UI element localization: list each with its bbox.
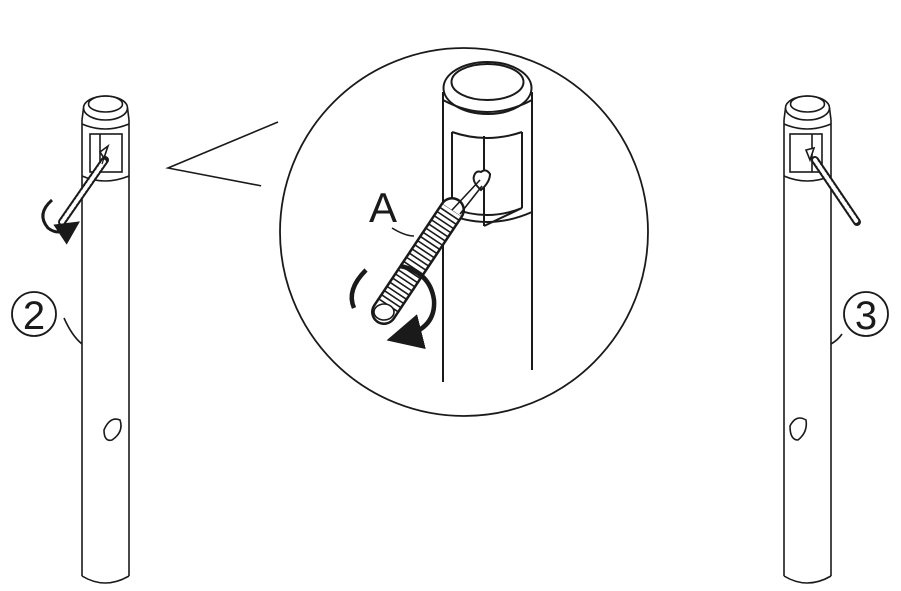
- post-number-badge-left: 2: [11, 291, 57, 338]
- magnified-post-top-cap: [442, 61, 533, 115]
- right-post: [783, 95, 843, 584]
- rotation-arrow-icon-left: [41, 198, 80, 245]
- post-number-badge-right: 3: [843, 291, 889, 338]
- right-post-hole: [789, 417, 808, 441]
- rotate-clockwise-arrow-icon: [349, 263, 437, 350]
- callout-label-a: A: [369, 184, 397, 231]
- threaded-bolt-icon-magnified: [371, 179, 483, 325]
- threaded-bolt-icon-left: [58, 151, 109, 226]
- left-post-hole: [103, 418, 122, 442]
- post-number-3: 3: [855, 294, 877, 338]
- post-number-2: 2: [23, 294, 45, 338]
- magnified-callout: A: [165, 47, 649, 417]
- magnify-circle: [279, 47, 649, 417]
- threaded-bolt-icon-right: [811, 156, 861, 226]
